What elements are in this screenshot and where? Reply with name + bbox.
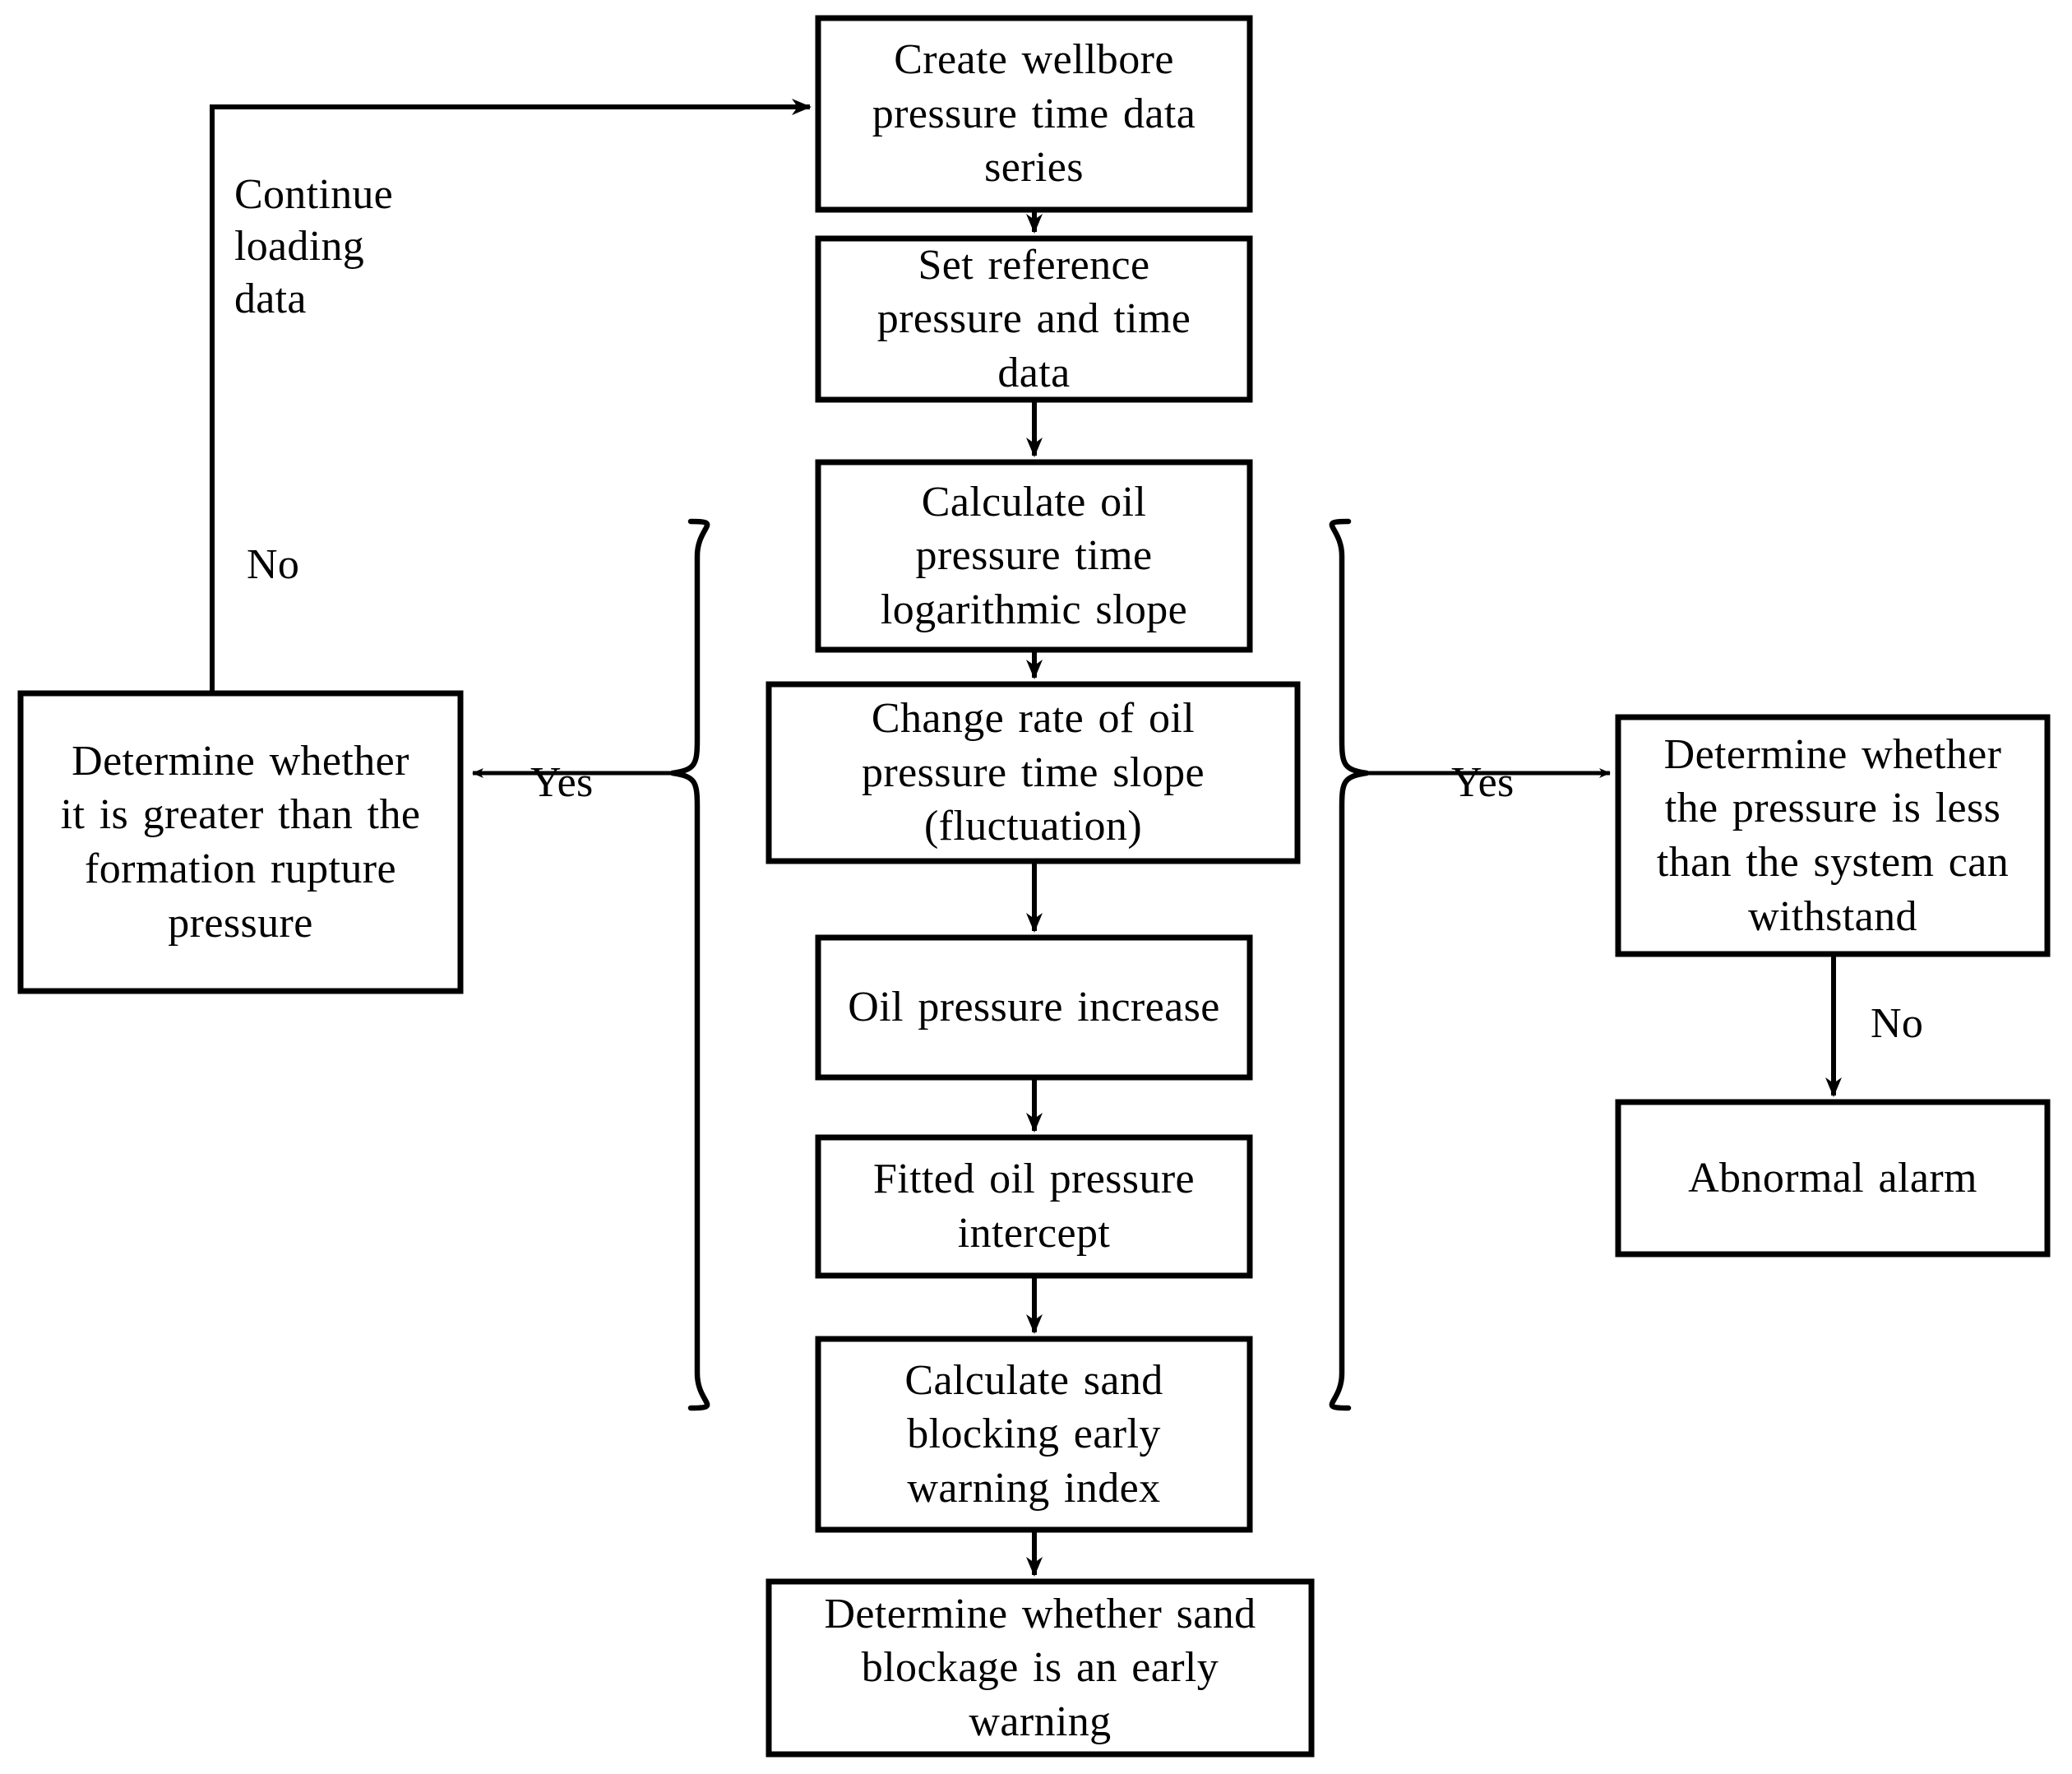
- edge-feedback-loop: [210, 99, 812, 693]
- node-determine-system: [1615, 714, 2051, 957]
- node-label-abnormal-alarm: Abnormal alarm: [1688, 1154, 1977, 1202]
- node-change-rate: [765, 681, 1301, 864]
- node-set-reference: [815, 235, 1253, 403]
- node-fitted-intercept: [815, 1134, 1253, 1279]
- node-create-wellbore: [815, 15, 1253, 213]
- node-abnormal-alarm: [1615, 1099, 2051, 1258]
- edge-label-yes-right: Yes: [1451, 759, 1515, 806]
- edge-label-no-left: No: [247, 541, 300, 588]
- left-brace-connector: [669, 518, 710, 1411]
- edge-label-yes-left: Yes: [530, 759, 594, 806]
- edge-label-no-right: No: [1871, 1000, 1924, 1047]
- node-label-oil-pressure-increase: Oil pressure increase: [848, 984, 1220, 1031]
- node-determine-rupture: [17, 690, 464, 994]
- node-determine-sand-blockage: [765, 1578, 1315, 1758]
- right-brace-connector: [1329, 518, 1370, 1411]
